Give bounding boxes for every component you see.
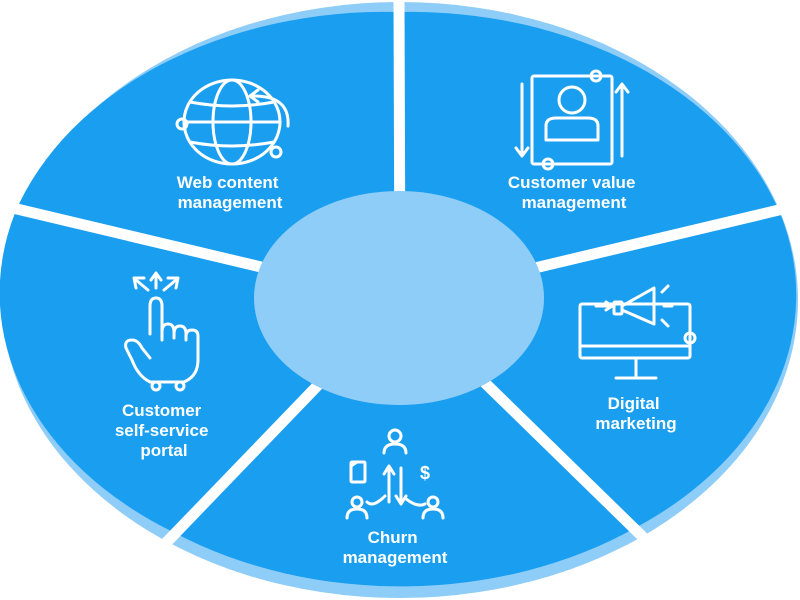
label-customer-value: Customer value management	[508, 173, 640, 212]
label-digital-marketing-line-1: Digital	[608, 394, 660, 413]
label-digital-marketing: Digital marketing	[595, 394, 676, 433]
megaphone-monitor-icon	[578, 284, 697, 380]
label-customer-value-line-2: management	[522, 193, 627, 212]
label-web-content-line-1: Web content	[177, 173, 279, 192]
label-churn-line-1: Churn	[368, 528, 418, 547]
label-self-service-line-2: self-service	[115, 421, 209, 440]
dollar-glyph: $	[420, 463, 430, 483]
label-web-content: Web content management	[177, 173, 283, 212]
label-customer-value-line-1: Customer value	[508, 173, 636, 192]
center-hub	[254, 191, 544, 405]
label-self-service-line-1: Customer	[122, 401, 202, 420]
person-frame-icon	[514, 69, 630, 171]
label-digital-marketing-line-2: marketing	[595, 414, 676, 433]
label-churn: Churn management	[343, 528, 448, 567]
segment-churn	[175, 300, 635, 587]
globe-icon	[175, 78, 290, 166]
label-web-content-line-2: management	[178, 193, 283, 212]
label-churn-line-2: management	[343, 548, 448, 567]
label-self-service: Customer self-service portal	[115, 401, 213, 460]
pointing-hand-icon	[124, 271, 200, 392]
churn-flow-icon: $	[345, 428, 445, 520]
label-self-service-line-3: portal	[140, 441, 187, 460]
